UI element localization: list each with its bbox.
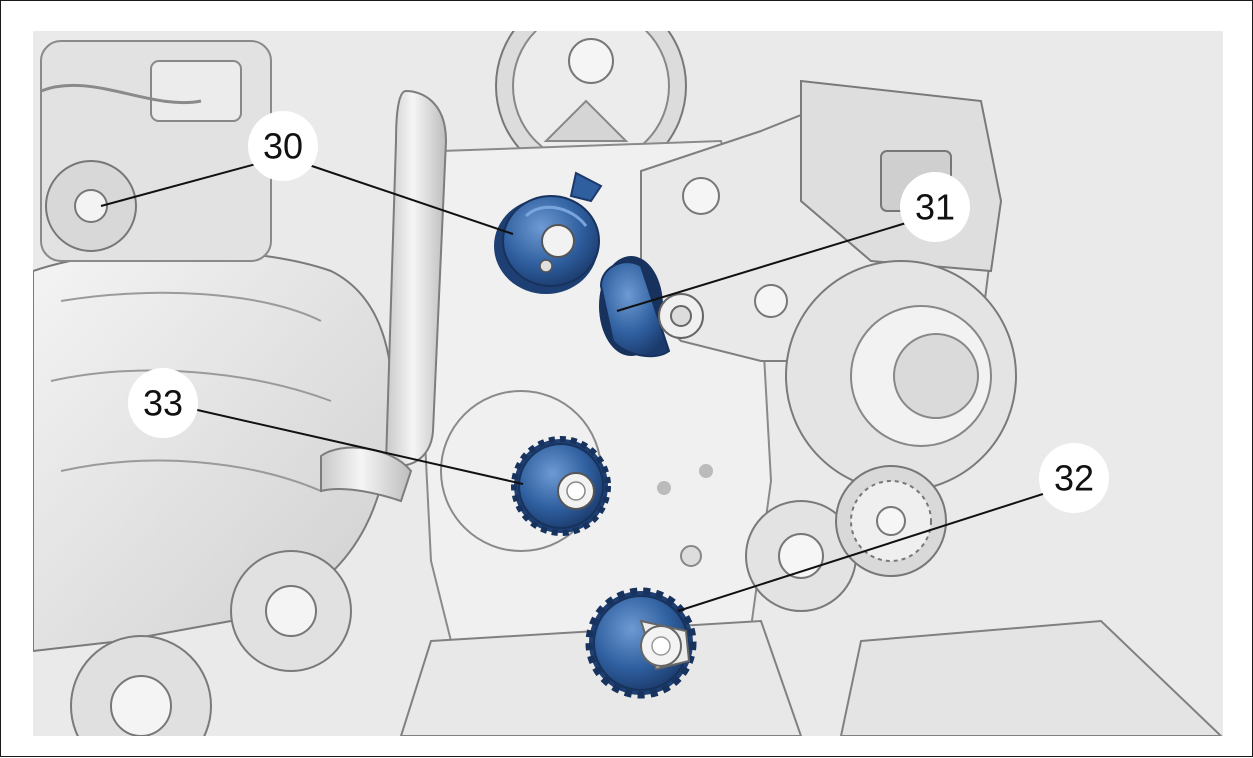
- callout-33: 33: [128, 368, 198, 438]
- leader-32: [677, 492, 1047, 612]
- callout-30-label: 30: [263, 126, 303, 167]
- leader-30: [305, 163, 514, 235]
- callout-31-label: 31: [915, 187, 955, 228]
- leader-31: [616, 222, 907, 312]
- callout-31: 31: [900, 172, 970, 242]
- pump-sprocket-icon: [511, 436, 611, 536]
- callout-leaders: [100, 163, 1047, 612]
- tensioner-pulley-icon: [494, 171, 603, 294]
- crankshaft-sprocket-icon: [585, 587, 697, 699]
- leader-30-secondary: [100, 163, 257, 207]
- idler-roller-icon: [599, 256, 704, 358]
- callout-32-label: 32: [1054, 458, 1094, 499]
- callout-32: 32: [1039, 443, 1109, 513]
- leader-33: [192, 408, 524, 485]
- callout-33-label: 33: [143, 383, 183, 424]
- callout-30: 30: [248, 111, 318, 181]
